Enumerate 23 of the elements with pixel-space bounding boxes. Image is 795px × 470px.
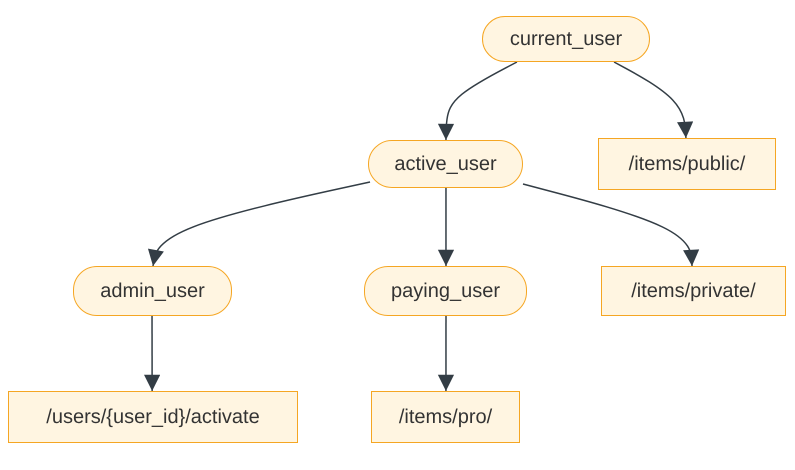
arrow	[144, 316, 160, 391]
endpoint-box	[598, 138, 776, 190]
arrow	[614, 61, 694, 138]
node-label: /items/pro/	[398, 406, 492, 428]
rounded-node	[364, 266, 527, 316]
rounded-node	[368, 140, 523, 188]
rounded-node	[73, 266, 232, 316]
node-label: active_user	[394, 152, 497, 176]
endpoint-box	[8, 391, 298, 443]
endpoint-box	[371, 391, 520, 443]
node-label: /items/private/	[631, 280, 756, 302]
node-label: /users/{user_id}/activate	[46, 406, 260, 428]
arrow	[522, 183, 700, 266]
arrow	[438, 61, 518, 140]
arrow	[438, 316, 454, 391]
node-label: paying_user	[391, 280, 500, 302]
arrow	[438, 188, 454, 266]
node-label: current_user	[510, 28, 622, 50]
rounded-node	[482, 16, 650, 62]
node-label: /items/public/	[628, 152, 746, 176]
endpoint-box	[601, 266, 786, 316]
arrow	[148, 181, 370, 266]
node-label: admin_user	[100, 280, 205, 302]
